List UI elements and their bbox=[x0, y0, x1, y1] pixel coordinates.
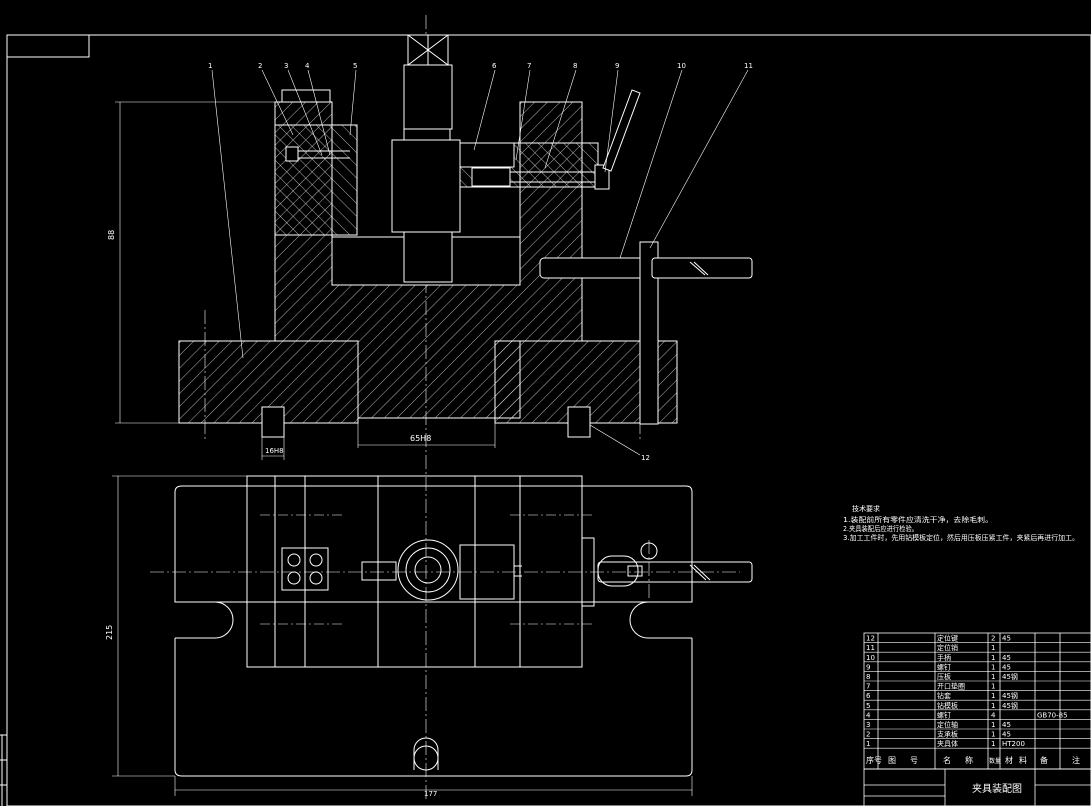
bom-cell-qty: 2 bbox=[991, 635, 995, 643]
bom-cell-name: 开口垫圈 bbox=[937, 682, 965, 691]
plan-dimensions bbox=[112, 475, 693, 796]
balloon-3: 3 bbox=[284, 62, 288, 70]
bom-cell-qty: 1 bbox=[991, 663, 995, 671]
bom-cell-mat: 45钢 bbox=[1002, 672, 1018, 681]
dim-height-left: 88 bbox=[107, 230, 116, 240]
bom-header-material: 材料 bbox=[1005, 755, 1033, 765]
balloon-1: 1 bbox=[208, 62, 212, 70]
balloon-numbers: 1 2 3 4 5 6 7 8 9 10 11 12 bbox=[208, 62, 753, 462]
balloon-8: 8 bbox=[573, 62, 577, 70]
balloon-6: 6 bbox=[492, 62, 497, 70]
bom-cell-mat: 45钢 bbox=[1002, 691, 1018, 700]
bom-cell-qty: 1 bbox=[991, 654, 995, 662]
balloon-12: 12 bbox=[641, 454, 650, 462]
bom-cell-name: 夹具体 bbox=[937, 739, 958, 748]
balloon-9: 9 bbox=[615, 62, 619, 70]
balloon-10: 10 bbox=[677, 62, 686, 70]
bom-cell-no: 10 bbox=[866, 654, 875, 662]
bom-cell-name: 定位键 bbox=[937, 634, 958, 643]
bom-cell-qty: 4 bbox=[991, 711, 996, 719]
bom-cell-mat: 45 bbox=[1002, 721, 1011, 729]
bom-cell-name: 螺钉 bbox=[937, 710, 951, 719]
tech-notes-heading: 技术要求 bbox=[852, 504, 880, 513]
bom-cell-name: 钻套 bbox=[937, 691, 951, 700]
balloon-11: 11 bbox=[744, 62, 753, 70]
bom-cell-qty: 1 bbox=[991, 683, 995, 691]
bom-cell-no: 1 bbox=[866, 740, 870, 748]
bom-cell-qty: 1 bbox=[991, 721, 995, 729]
bom-cell-no: 3 bbox=[866, 721, 870, 729]
balloon-5: 5 bbox=[353, 62, 357, 70]
support-plate bbox=[274, 124, 358, 236]
bom-header-qty: 数量 bbox=[989, 757, 1001, 765]
bom-cell-name: 支承板 bbox=[937, 730, 958, 739]
bom-cell-mat: 45 bbox=[1002, 635, 1011, 643]
bom-cell-name: 手柄 bbox=[937, 653, 951, 662]
bom-cell-no: 8 bbox=[866, 673, 870, 681]
bom-cell-mat: 45 bbox=[1002, 731, 1011, 739]
bom-table bbox=[863, 632, 1091, 806]
bom-header-note: 备注 bbox=[1040, 755, 1091, 765]
dim-key-width: 16H8 bbox=[265, 447, 284, 455]
balloon-2: 2 bbox=[258, 62, 262, 70]
bom-cell-qty: 1 bbox=[991, 644, 995, 652]
bom-cell-name: 压板 bbox=[937, 672, 951, 681]
bom-cell-qty: 1 bbox=[991, 731, 995, 739]
bom-cell-mat: 45 bbox=[1002, 663, 1011, 671]
tech-notes: 技术要求 1.装配前所有零件应清洗干净，去除毛刺。 2.夹具装配后应进行检验。 … bbox=[843, 504, 1079, 542]
bom-header-no: 序号 bbox=[866, 755, 882, 765]
front-dimensions bbox=[115, 101, 496, 460]
bom-cell-no: 4 bbox=[866, 711, 871, 719]
bom-cell-name: 钻模板 bbox=[937, 701, 958, 710]
bom-cell-mat: HT200 bbox=[1002, 740, 1025, 748]
bom-cell-qty: 1 bbox=[991, 740, 995, 748]
bom-cell-no: 11 bbox=[866, 644, 875, 652]
drawing-frame bbox=[0, 34, 1091, 806]
bom-header-name: 名称 bbox=[943, 755, 987, 765]
bom-cell-no: 7 bbox=[866, 683, 870, 691]
tech-note-3: 3.加工工件时，先用钻模板定位，然后用压板压紧工件，夹紧后再进行加工。 bbox=[843, 533, 1079, 542]
key-left bbox=[261, 406, 285, 438]
dim-plan-width: 177 bbox=[424, 790, 437, 798]
bom-cell-name: 定位轴 bbox=[937, 720, 958, 729]
bom-cell-name: 螺钉 bbox=[937, 662, 951, 671]
bom-cell-qty: 1 bbox=[991, 692, 995, 700]
bom-cell-name: 定位销 bbox=[937, 643, 958, 652]
bom-cell-no: 5 bbox=[866, 702, 870, 710]
front-section-view bbox=[178, 34, 753, 438]
locating-shaft bbox=[403, 64, 453, 130]
title-block-caption: 夹具装配图 bbox=[972, 782, 1022, 795]
dim-base-gap: 65H8 bbox=[410, 434, 431, 443]
bom-cell-note: GB70-85 bbox=[1037, 711, 1068, 719]
key-right bbox=[567, 406, 591, 438]
balloon-4: 4 bbox=[305, 62, 310, 70]
tech-note-1: 1.装配前所有零件应清洗干净，去除毛刺。 bbox=[843, 515, 993, 524]
plan-view bbox=[174, 475, 753, 777]
screw-left bbox=[285, 146, 299, 162]
drill-bush bbox=[391, 139, 461, 233]
bom-cell-qty: 1 bbox=[991, 702, 995, 710]
tech-note-2: 2.夹具装配后应进行检验。 bbox=[843, 524, 918, 533]
dim-plan-depth: 215 bbox=[105, 625, 114, 640]
bom-header: 序号 图号 名称 数量 材料 备注 bbox=[866, 755, 1091, 765]
bom-header-drawing-no: 图号 bbox=[888, 756, 932, 765]
bom-cell-qty: 1 bbox=[991, 673, 995, 681]
bom-cell-no: 6 bbox=[866, 692, 871, 700]
balloon-7: 7 bbox=[527, 62, 531, 70]
bom-cell-no: 9 bbox=[866, 663, 870, 671]
balloon-leaders bbox=[211, 69, 749, 456]
bom-cell-no: 2 bbox=[866, 731, 870, 739]
bom-cell-mat: 45钢 bbox=[1002, 701, 1018, 710]
bom-cell-no: 12 bbox=[866, 635, 875, 643]
plan-center-dash bbox=[260, 514, 595, 625]
bom-cell-mat: 45 bbox=[1002, 654, 1011, 662]
handle-pin bbox=[539, 257, 653, 279]
